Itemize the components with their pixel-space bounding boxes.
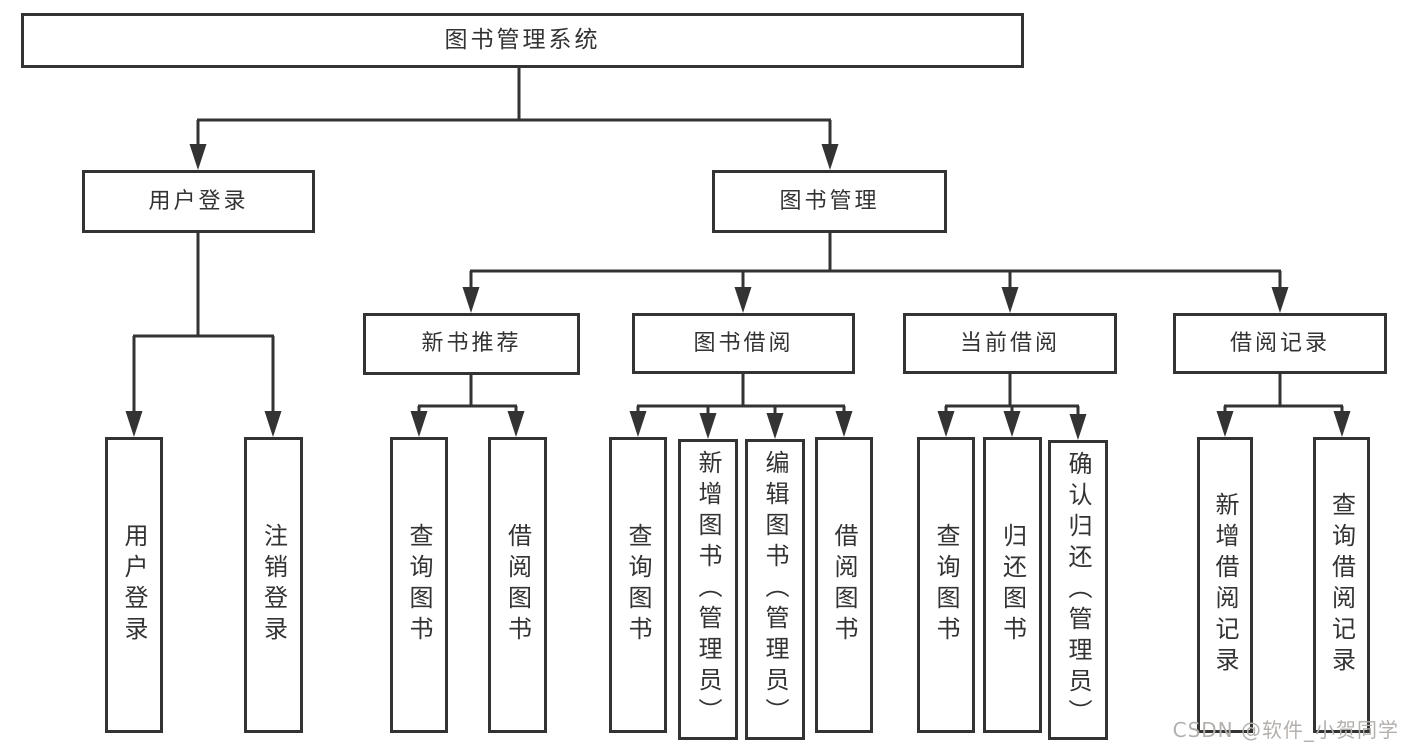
node-label: 图书管理系统 — [444, 27, 601, 53]
leaf-user-login: 用户登录 — [105, 437, 163, 733]
leaf-return-books: 归还图书 — [983, 437, 1042, 733]
node-label: 查询图书 — [405, 523, 433, 647]
node-label: 借阅图书 — [830, 523, 858, 647]
node-label: 新增借阅记录 — [1211, 492, 1239, 678]
node-label: 借阅记录 — [1229, 330, 1330, 356]
node-borrowing-records: 借阅记录 — [1173, 313, 1387, 374]
node-label: 新增图书（管理员） — [694, 450, 722, 729]
leaf-query-books-borrowing: 查询图书 — [609, 437, 667, 733]
leaf-add-borrow-record: 新增借阅记录 — [1197, 437, 1253, 733]
leaf-query-books-recommend: 查询图书 — [390, 437, 448, 733]
node-label: 查询图书 — [932, 523, 960, 647]
node-label: 查询借阅记录 — [1327, 492, 1356, 678]
leaf-logout: 注销登录 — [244, 437, 303, 733]
node-label: 借阅图书 — [503, 523, 532, 647]
leaf-borrow-books: 借阅图书 — [815, 437, 873, 733]
leaf-confirm-return-admin: 确认归还（管理员） — [1048, 440, 1108, 740]
node-label: 查询图书 — [624, 523, 652, 647]
node-book-management-branch: 图书管理 — [712, 170, 947, 233]
leaf-query-books-current: 查询图书 — [917, 437, 975, 733]
node-library-management-system: 图书管理系统 — [21, 13, 1024, 68]
node-label: 编辑图书（管理员） — [761, 450, 789, 729]
node-user-login-branch: 用户登录 — [82, 170, 315, 233]
node-label: 注销登录 — [259, 523, 288, 647]
node-label: 用户登录 — [148, 188, 249, 214]
csdn-watermark: CSDN @软件_小贺同学 — [1172, 718, 1399, 742]
node-label: 用户登录 — [120, 523, 148, 647]
node-current-borrowing: 当前借阅 — [903, 313, 1117, 374]
node-label: 图书借阅 — [693, 330, 794, 356]
node-label: 确认归还（管理员） — [1064, 450, 1092, 730]
leaf-add-books-admin: 新增图书（管理员） — [678, 439, 738, 740]
node-label: 当前借阅 — [959, 330, 1060, 356]
node-book-borrowing: 图书借阅 — [632, 313, 855, 374]
leaf-query-borrow-record: 查询借阅记录 — [1313, 437, 1370, 733]
node-label: 归还图书 — [998, 523, 1027, 647]
node-label: 图书管理 — [779, 188, 880, 214]
node-label: 新书推荐 — [421, 331, 522, 356]
leaf-edit-books-admin: 编辑图书（管理员） — [745, 439, 805, 740]
leaf-borrow-books-recommend: 借阅图书 — [488, 437, 547, 733]
node-new-book-recommendation: 新书推荐 — [363, 313, 580, 375]
